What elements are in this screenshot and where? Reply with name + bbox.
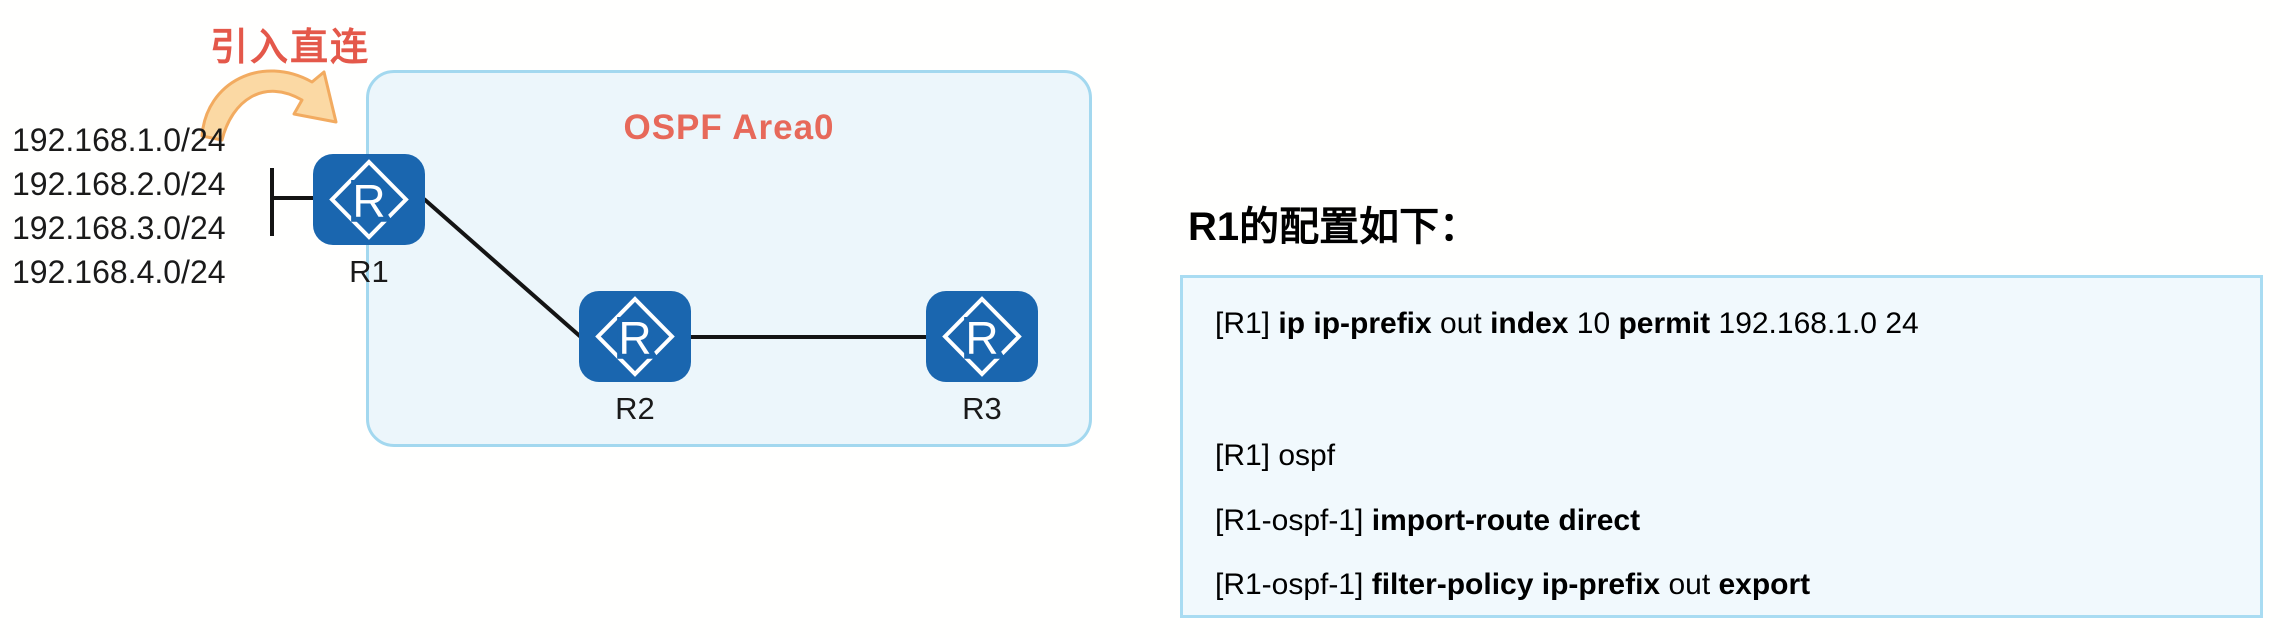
- network-item: 192.168.2.0/24: [12, 166, 226, 202]
- router-label: R3: [962, 391, 1002, 426]
- config-segment: filter-policy ip-prefix: [1371, 568, 1661, 601]
- config-segment: export: [1718, 568, 1811, 601]
- config-segment: [R1] ospf: [1215, 439, 1336, 472]
- config-line: [R1] ip ip-prefix out index 10 permit 19…: [1215, 305, 1919, 343]
- router-icon: R: [313, 154, 425, 245]
- config-segment: out: [1431, 307, 1491, 340]
- router-r3: R R3: [925, 290, 1039, 427]
- config-line: [R1] ospf: [1215, 437, 1335, 475]
- router-icon: R: [926, 291, 1038, 382]
- network-item: 192.168.1.0/24: [12, 122, 226, 158]
- router-label: R1: [349, 254, 389, 289]
- network-item: 192.168.3.0/24: [12, 210, 226, 246]
- config-segment: [R1]: [1215, 307, 1279, 340]
- network-list: 192.168.1.0/24 192.168.2.0/24 192.168.3.0/…: [12, 118, 226, 294]
- config-segment: 10: [1568, 307, 1619, 340]
- config-segment: permit: [1618, 307, 1711, 340]
- config-segment: ip ip-prefix: [1278, 307, 1432, 340]
- svg-text:R: R: [352, 175, 385, 227]
- router-label: R2: [615, 391, 655, 426]
- config-segment: 192.168.1.0 24: [1710, 307, 1919, 340]
- config-line: [R1-ospf-1] filter-policy ip-prefix out …: [1215, 566, 1810, 604]
- config-segment: [R1-ospf-1]: [1215, 568, 1372, 601]
- router-r2: R R2: [578, 290, 692, 427]
- router-icon: R: [579, 291, 691, 382]
- config-segment: import-route direct: [1371, 504, 1641, 537]
- config-segment: index: [1490, 307, 1569, 340]
- config-segment: out: [1660, 568, 1719, 601]
- router-r1: R R1: [312, 153, 426, 290]
- svg-text:R: R: [618, 312, 651, 364]
- config-heading: R1的配置如下：: [1188, 205, 1480, 249]
- svg-text:R: R: [965, 312, 998, 364]
- config-line: [R1-ospf-1] import-route direct: [1215, 502, 1640, 540]
- config-segment: [R1-ospf-1]: [1215, 504, 1372, 537]
- curved-arrow-icon: [200, 69, 338, 142]
- import-direct-annotation: 引入直连: [210, 27, 371, 69]
- ospf-area-label: OSPF Area0: [623, 108, 835, 147]
- network-item: 192.168.4.0/24: [12, 254, 226, 290]
- config-box: [R1] ip ip-prefix out index 10 permit 19…: [1180, 275, 2263, 618]
